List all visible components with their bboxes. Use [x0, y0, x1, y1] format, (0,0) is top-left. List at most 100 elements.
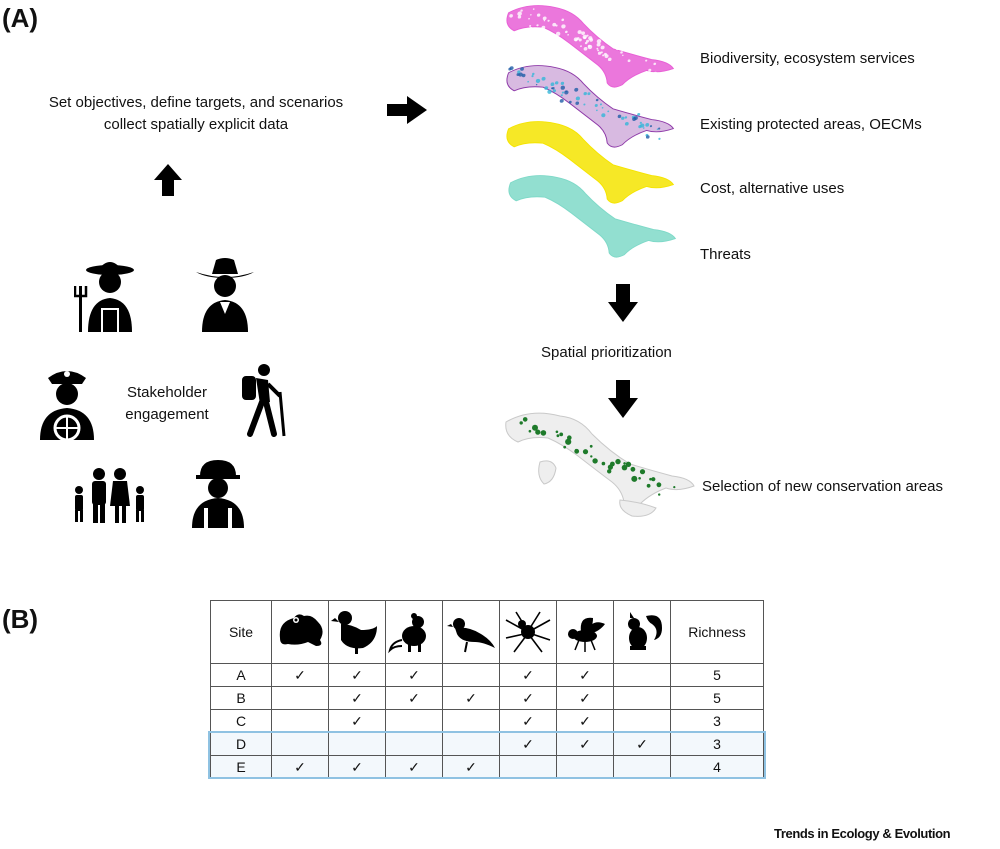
table-row: A✓✓✓✓✓5 [210, 663, 764, 687]
protected-area-speckle [520, 67, 524, 71]
site-cell: A [210, 663, 272, 687]
empty-cell [442, 709, 500, 733]
highlight-box [208, 731, 766, 779]
biodiversity-speckle [596, 39, 602, 44]
duck-icon [331, 611, 377, 654]
biodiversity-speckle [532, 8, 535, 10]
panel-b-label: (B) [2, 604, 39, 634]
conservation-area-patch [565, 438, 572, 445]
conservation-area-patch [656, 482, 662, 488]
protected-area-speckle [544, 86, 549, 90]
header-species [442, 600, 500, 664]
protected-area-speckle [521, 73, 526, 78]
biodiversity-speckle [588, 36, 593, 41]
empty-cell [613, 755, 671, 779]
conservation-area-patch [519, 421, 523, 425]
protected-area-speckle [574, 87, 579, 92]
biodiversity-speckle [627, 59, 631, 63]
arrow-down-icon-2 [608, 380, 638, 418]
stakeholder-text: Stakeholder engagement [100, 382, 234, 426]
protected-area-speckle [638, 125, 642, 129]
selection-map [505, 412, 695, 517]
biodiversity-speckle [653, 62, 657, 66]
biodiversity-speckle [597, 49, 600, 52]
check-mark-cell: ✓ [385, 755, 443, 779]
table-row: E✓✓✓✓4 [210, 755, 764, 779]
protected-area-speckle [561, 91, 565, 94]
biodiversity-speckle [602, 54, 605, 57]
biodiversity-speckle [541, 25, 546, 30]
empty-cell [385, 732, 443, 756]
protected-area-speckle [532, 72, 535, 76]
biodiversity-speckle [561, 24, 566, 29]
check-mark-cell: ✓ [385, 686, 443, 710]
protected-area-speckle [645, 135, 650, 139]
empty-cell [613, 709, 671, 733]
check-mark-cell: ✓ [499, 732, 557, 756]
table-row: B✓✓✓✓✓5 [210, 686, 764, 710]
biodiversity-speckle [567, 33, 569, 36]
table-row: C✓✓✓3 [210, 709, 764, 733]
biodiversity-speckle [596, 42, 601, 47]
biodiversity-speckle [577, 30, 582, 35]
check-mark-cell: ✓ [328, 709, 386, 733]
cowboy-icon [196, 258, 254, 332]
conservation-area-patch [532, 424, 538, 431]
fly-icon [568, 617, 605, 652]
check-mark-cell: ✓ [271, 663, 329, 687]
biodiversity-layer-map [506, 5, 675, 88]
biodiversity-speckle [543, 19, 546, 22]
biodiversity-speckle [583, 47, 588, 51]
protected-area-speckle [552, 89, 557, 93]
header-richness: Richness [670, 600, 764, 664]
threats-layer-map [508, 175, 677, 258]
objectives-line-2: collect spatially explicit data [103, 116, 289, 133]
objectives-line-1: Set objectives, define targets, and scen… [48, 94, 344, 111]
biodiversity-speckle [517, 11, 522, 16]
protected-area-speckle [564, 90, 569, 95]
protected-area-speckle [607, 110, 610, 113]
conservation-area-patch [625, 461, 632, 467]
biodiversity-speckle [528, 17, 530, 20]
protected-area-speckle [645, 123, 650, 127]
rodent-icon [388, 613, 426, 654]
check-mark-cell: ✓ [556, 709, 614, 733]
empty-cell [385, 709, 443, 733]
spatial-prioritization-text: Spatial prioritization [541, 344, 672, 361]
conservation-area-patch [623, 462, 626, 465]
protected-area-speckle [535, 78, 541, 83]
protected-area-speckle [568, 100, 572, 104]
conservation-area-patch [621, 464, 628, 471]
biodiversity-speckle [528, 27, 534, 32]
protected-area-speckle [624, 116, 628, 119]
conservation-area-patch [631, 475, 638, 482]
biodiversity-speckle [530, 14, 532, 16]
site-cell: C [210, 709, 272, 733]
protected-area-speckle [583, 103, 586, 106]
protected-area-speckle [621, 116, 625, 120]
site-cell: D [210, 732, 272, 756]
site-cell: B [210, 686, 272, 710]
protected-area-speckle [547, 89, 552, 94]
protected-area-speckle [535, 83, 538, 86]
conservation-area-patch [555, 430, 559, 434]
protected-area-speckle [596, 109, 598, 112]
empty-cell [613, 663, 671, 687]
conservation-area-patch [556, 434, 560, 438]
conservation-area-patch [651, 477, 656, 482]
richness-cell: 5 [670, 686, 764, 710]
protected-area-speckle [559, 98, 564, 103]
richness-cell: 5 [670, 663, 764, 687]
conservation-area-patch [590, 455, 593, 458]
cost-layer-map [506, 121, 675, 204]
biodiversity-speckle [536, 13, 541, 17]
conservation-area-patch [610, 461, 615, 467]
biodiversity-speckle [622, 54, 624, 57]
arrow-down-icon-1 [608, 284, 638, 322]
family-icon [75, 468, 144, 523]
layer-label-cost: Cost, alternative uses [700, 180, 845, 197]
protected-area-speckle [624, 121, 629, 126]
police-officer-icon [40, 371, 94, 440]
conservation-area-patch [582, 449, 589, 455]
